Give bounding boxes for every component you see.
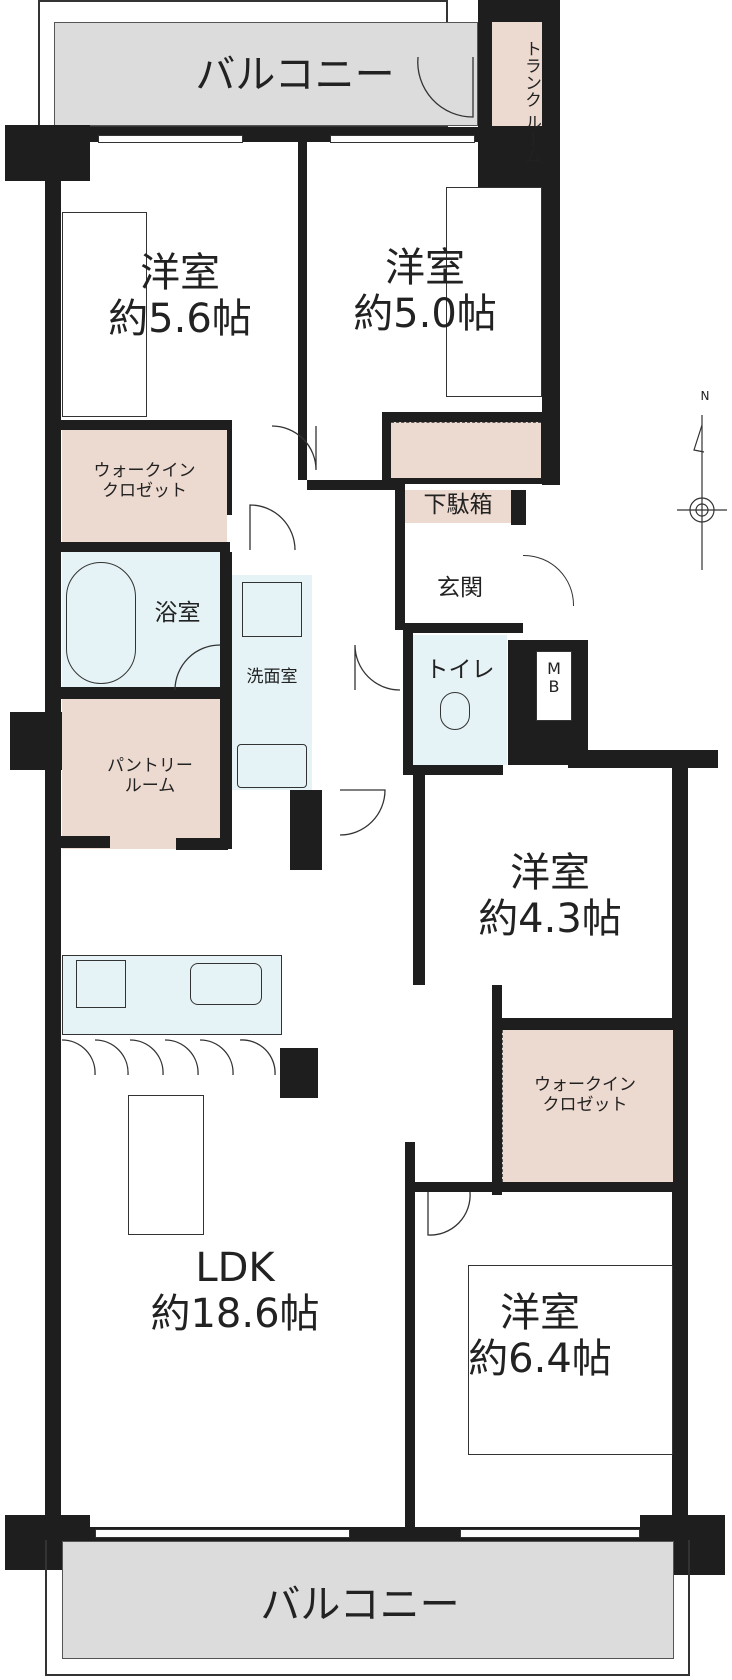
compass-icon [677, 415, 727, 570]
washroom-label: 洗面室 [246, 667, 298, 687]
dining-table [128, 1095, 204, 1235]
room-western-2: 洋室約5.0帖 [353, 245, 497, 337]
trunk-room-label: トランク ルーム [521, 40, 541, 165]
balcony-bottom-label: バルコニー [260, 1582, 460, 1628]
balcony-bottom [62, 1541, 674, 1659]
toilet-icon [440, 692, 470, 730]
room-western-3: 洋室約4.3帖 [478, 850, 622, 942]
toilet-label: トイレ [425, 657, 495, 683]
pantry-label: パントリールーム [107, 756, 193, 796]
room-western-4: 洋室約6.4帖 [468, 1290, 612, 1382]
trunk-door-icon [417, 56, 474, 118]
balcony-bottom-railing [45, 1540, 690, 1676]
kitchen-sink-icon [190, 963, 262, 1005]
entrance-label: 玄関 [437, 575, 483, 601]
washing-machine-icon [242, 582, 302, 637]
wic-2-label: ウォークインクロゼット [534, 1075, 636, 1115]
room-western-1: 洋室約5.6帖 [108, 250, 252, 342]
bathtub-icon [66, 562, 136, 684]
bath-label: 浴室 [154, 600, 201, 626]
closet-furniture [62, 212, 147, 417]
closet-western-2 [391, 422, 541, 478]
window [460, 1529, 640, 1538]
compass-north-label: N [700, 389, 710, 403]
walk-in-closet-2 [502, 1030, 673, 1182]
window [330, 135, 475, 143]
pantry-room [62, 699, 220, 849]
bed [446, 187, 542, 397]
wic-1-label: ウォークインクロゼット [93, 461, 196, 501]
mb-box [536, 651, 572, 721]
shoe-box-label: 下駄箱 [423, 492, 493, 518]
sink-icon [237, 744, 307, 788]
walk-in-closet-1 [62, 430, 227, 542]
window [95, 1529, 350, 1538]
balcony-top-label: バルコニー [195, 52, 395, 98]
bed [468, 1265, 673, 1455]
trunk-room [492, 22, 542, 126]
shoe-box [405, 490, 511, 523]
window [98, 135, 243, 143]
balcony-top [54, 22, 478, 126]
stove-icon [76, 960, 126, 1008]
